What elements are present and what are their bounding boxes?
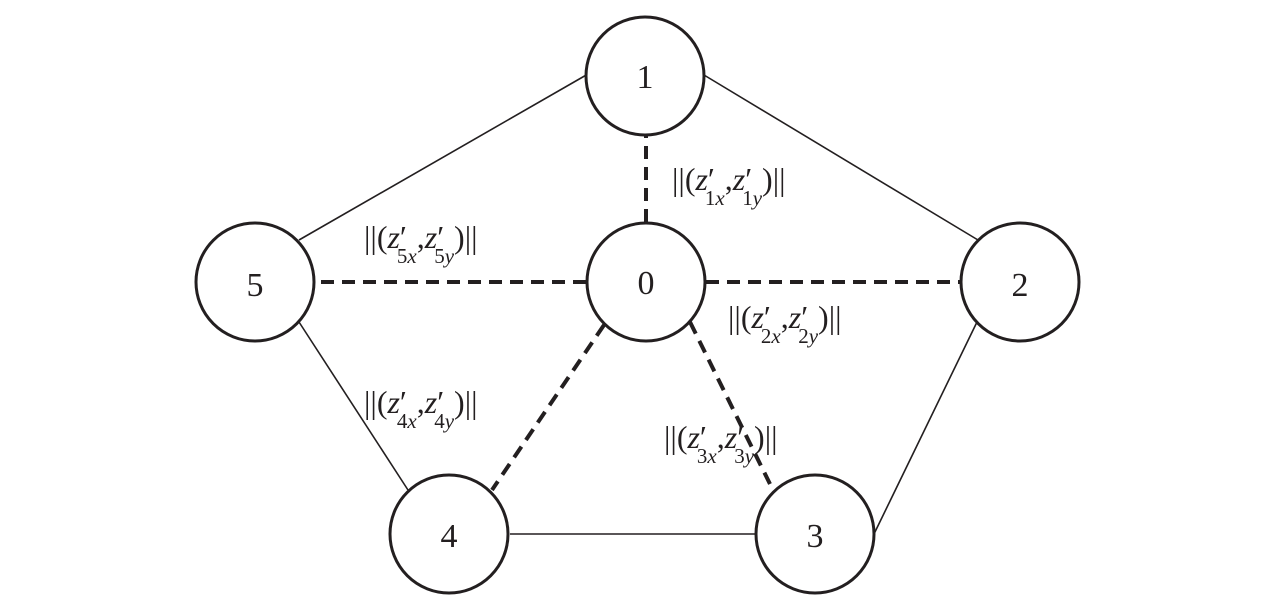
edge-label-3: ||(z′3x,z′3y)|| [664, 419, 778, 468]
edge-label-1-sub-x: x [714, 186, 725, 210]
edge-label-4-sub-x: x [406, 409, 417, 433]
node-5: 5 [194, 221, 316, 343]
node-0-circle [585, 221, 707, 343]
edge-label-5-var-a: z [386, 219, 400, 255]
edge-label-2-open: ||( [728, 299, 751, 335]
node-3-label: 3 [807, 518, 824, 555]
edge-label-3-prime-a: ′ [700, 419, 707, 455]
edge-label-4-sub-y: y [443, 409, 455, 433]
edge-label-5-sub-x: x [406, 244, 417, 268]
edge-label-3-var-b: z [724, 419, 738, 455]
node-1-label: 1 [637, 59, 654, 96]
edge-0-3 [688, 321, 772, 485]
node-2-label: 2 [1012, 267, 1029, 304]
edge-label-2-var-b: z [788, 299, 802, 335]
node-1-circle [584, 15, 706, 137]
node-1: 1 [584, 15, 706, 137]
edge-label-5-sub-y: y [443, 244, 455, 268]
edge-label-4: ||(z′4x,z′4y)|| [364, 384, 478, 433]
edge-label-5-comma: , [417, 219, 425, 255]
edge-1-5 [298, 73, 589, 241]
edge-label-1-prime-a: ′ [708, 161, 715, 197]
edge-label-3-var-a: z [686, 419, 700, 455]
edge-1-2 [703, 74, 979, 241]
edge-label-4-var-a: z [386, 384, 400, 420]
edge-labels: ||(z′1x,z′1y)|| ||(z′5x,z′5y)|| ||(z′2x,… [364, 161, 842, 468]
edge-label-2-sub-y: y [807, 324, 819, 348]
node-3-circle [754, 473, 876, 595]
edge-label-1-index-a: 1 [705, 186, 716, 210]
edge-label-1-prime-b: ′ [745, 161, 752, 197]
node-0-label: 0 [638, 265, 655, 302]
node-4-circle [388, 473, 510, 595]
edge-label-4-open: ||( [364, 384, 387, 420]
edge-label-1-var-a: z [694, 161, 708, 197]
edge-label-2: ||(z′2x,z′2y)|| [728, 299, 842, 348]
edge-label-3-sub-x: x [706, 444, 717, 468]
edge-label-3-index-a: 3 [697, 444, 708, 468]
edge-label-4-index-b: 4 [434, 409, 445, 433]
edge-label-1-comma: , [725, 161, 733, 197]
edge-label-4-close: )|| [454, 384, 477, 420]
edge-label-2-var-a: z [750, 299, 764, 335]
edge-label-5-prime-a: ′ [400, 219, 407, 255]
node-4-label: 4 [441, 518, 458, 555]
edge-label-4-var-b: z [424, 384, 438, 420]
edge-label-3-close: )|| [754, 419, 777, 455]
edge-label-4-prime-b: ′ [437, 384, 444, 420]
edge-label-1: ||(z′1x,z′1y)|| [672, 161, 786, 210]
edge-label-1-index-b: 1 [742, 186, 753, 210]
edge-label-5-open: ||( [364, 219, 387, 255]
edge-label-3-prime-b: ′ [737, 419, 744, 455]
edge-label-1-open: ||( [672, 161, 695, 197]
node-3: 3 [754, 473, 876, 595]
edge-label-5-var-b: z [424, 219, 438, 255]
edge-label-5-index-a: 5 [397, 244, 408, 268]
dashed-edges [315, 136, 961, 492]
edge-label-3-comma: , [717, 419, 725, 455]
edge-5-4 [298, 321, 409, 491]
edge-label-2-sub-x: x [770, 324, 781, 348]
edge-label-5-prime-b: ′ [437, 219, 444, 255]
edge-label-3-open: ||( [664, 419, 687, 455]
node-5-circle [194, 221, 316, 343]
solid-edges [298, 73, 979, 535]
edge-label-2-prime-b: ′ [801, 299, 808, 335]
node-0: 0 [585, 221, 707, 343]
edge-label-3-sub-y: y [743, 444, 755, 468]
edge-label-3-index-b: 3 [734, 444, 745, 468]
edge-label-5: ||(z′5x,z′5y)|| [364, 219, 478, 268]
edge-label-4-prime-a: ′ [400, 384, 407, 420]
edge-label-2-comma: , [781, 299, 789, 335]
edge-label-4-comma: , [417, 384, 425, 420]
edge-0-4 [490, 323, 606, 492]
edge-label-1-var-b: z [732, 161, 746, 197]
edge-label-2-prime-a: ′ [764, 299, 771, 335]
node-4: 4 [388, 473, 510, 595]
edge-label-1-close: )|| [762, 161, 785, 197]
edge-label-2-index-b: 2 [798, 324, 809, 348]
node-5-label: 5 [247, 267, 264, 304]
edge-label-4-index-a: 4 [397, 409, 408, 433]
edge-label-5-index-b: 5 [434, 244, 445, 268]
node-2-circle [959, 221, 1081, 343]
edge-label-5-close: )|| [454, 219, 477, 255]
edge-label-2-index-a: 2 [761, 324, 772, 348]
node-2: 2 [959, 221, 1081, 343]
edge-3-2 [873, 321, 978, 535]
edge-label-2-close: )|| [818, 299, 841, 335]
edge-label-1-sub-y: y [751, 186, 763, 210]
